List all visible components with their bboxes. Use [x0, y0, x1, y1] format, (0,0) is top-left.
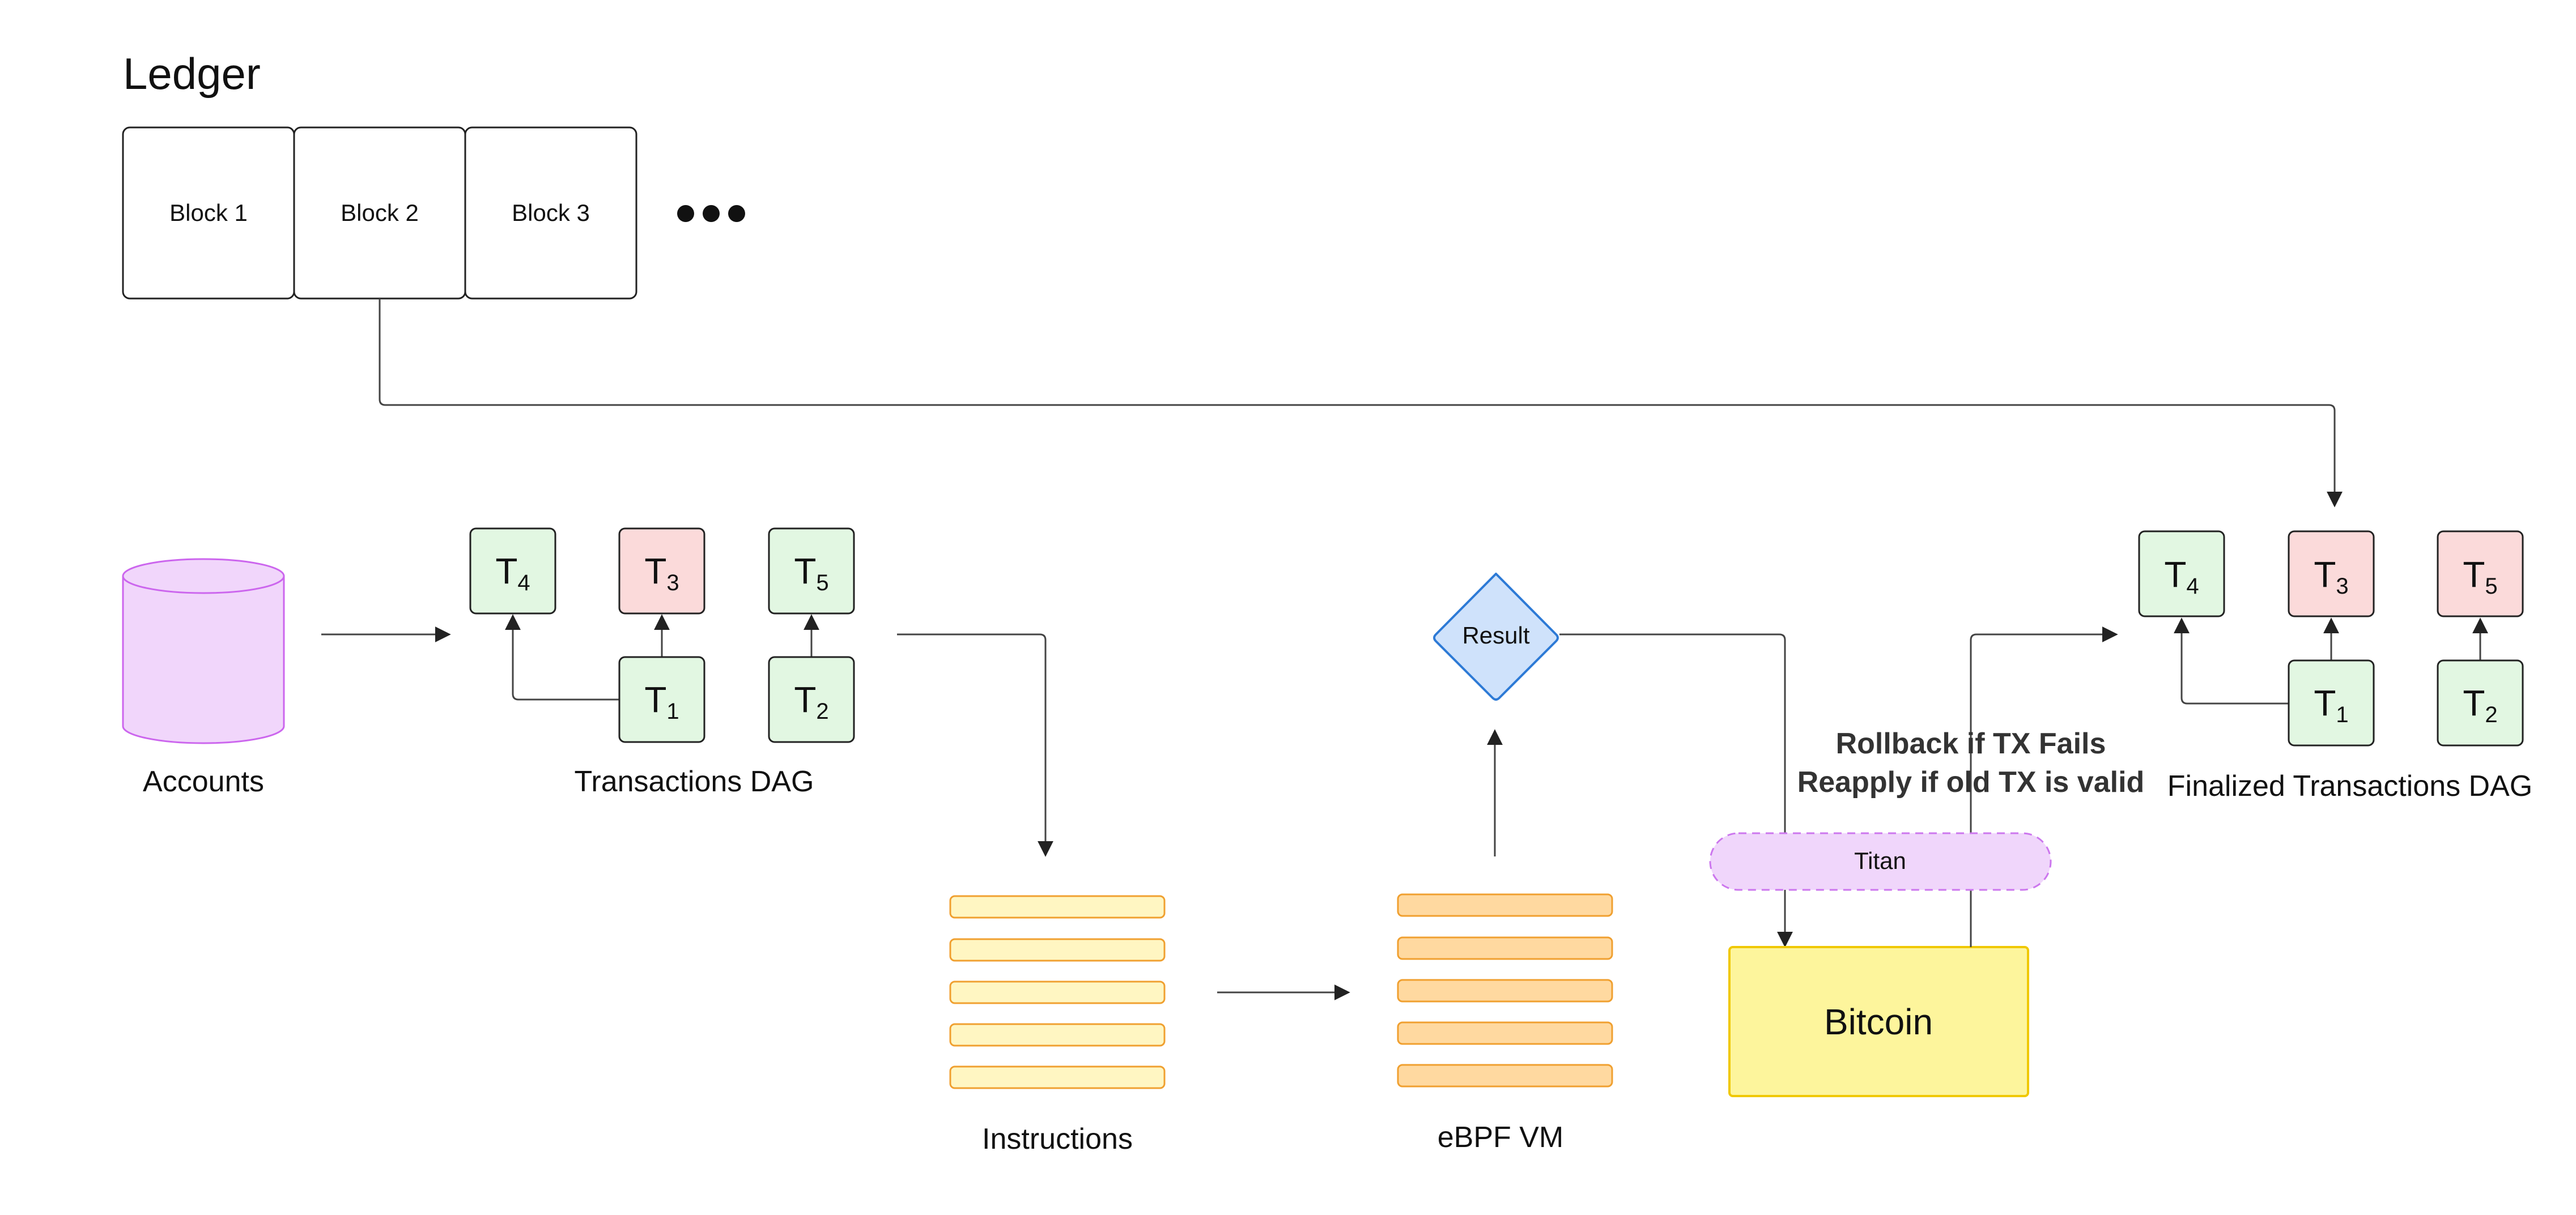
result-decision-node[interactable] [1433, 573, 1559, 701]
final-tx-node-t5-text: T5 [2463, 554, 2497, 599]
tx-node-t1[interactable] [618, 656, 705, 743]
final-tx-node-t2[interactable] [2437, 659, 2524, 747]
rollback-note-line1: Rollback if TX Fails [1836, 727, 2106, 760]
ledger-blocks: Block 1 Block 2 Block 3 [122, 126, 637, 300]
tx-node-t2[interactable] [768, 656, 855, 743]
ebpf-vm-stack [1397, 893, 1613, 1088]
accounts-database-icon [122, 558, 285, 744]
vm-row [1397, 979, 1613, 1003]
result-label: Result [1462, 622, 1529, 649]
tx-node-t4[interactable] [469, 527, 556, 615]
final-tx-node-t2-text: T2 [2463, 683, 2497, 727]
finalized-dag: T4 T3 T5 T1 T2 [2138, 530, 2524, 747]
final-tx-node-t3[interactable] [2288, 530, 2375, 617]
tx-node-t2-text: T2 [794, 679, 828, 724]
finalized-dag-label: Finalized Transactions DAG [2167, 770, 2533, 803]
final-tx-node-t5[interactable] [2437, 530, 2524, 617]
arrow-bitcoin-to-finalized [1970, 626, 2118, 947]
instruction-row [949, 938, 1166, 962]
vm-row [1397, 1021, 1613, 1045]
tx-node-t1-text: T1 [644, 679, 679, 724]
tx-node-t5[interactable] [768, 527, 855, 615]
block-1-label: Block 1 [169, 199, 248, 226]
transactions-dag: T4 T3 T5 T1 T2 [469, 527, 855, 743]
tx-node-t3[interactable] [618, 527, 705, 615]
tx-node-t3-text: T3 [644, 551, 679, 595]
final-tx-node-t4[interactable] [2138, 530, 2225, 617]
vm-row [1397, 893, 1613, 917]
tx-node-t5-text: T5 [794, 551, 828, 595]
accounts-label: Accounts [143, 765, 264, 798]
titan-node[interactable] [1709, 832, 2052, 891]
connector-block2-to-finalized [379, 299, 2343, 508]
ebpf-vm-label: eBPF VM [1438, 1121, 1564, 1154]
instructions-label: Instructions [982, 1123, 1133, 1156]
final-tx-node-t1-text: T1 [2314, 683, 2348, 727]
arrow-dag-to-instructions [897, 633, 1053, 857]
bitcoin-label: Bitcoin [1824, 1001, 1933, 1042]
block-3-label: Block 3 [512, 199, 590, 226]
vm-row [1397, 1064, 1613, 1088]
titan-label: Titan [1854, 847, 1906, 874]
dag-edge-t1-t4 [505, 614, 620, 701]
arrow-result-to-bitcoin [1559, 633, 1793, 948]
ellipsis-icon [677, 205, 745, 222]
instruction-row [949, 1023, 1166, 1047]
vm-row [1397, 936, 1613, 960]
fdag-edge-t1-t4 [2174, 617, 2289, 705]
transactions-dag-label: Transactions DAG [575, 765, 814, 798]
final-tx-node-t3-text: T3 [2314, 554, 2348, 599]
instruction-row [949, 1065, 1166, 1089]
block-3[interactable] [464, 126, 637, 300]
instruction-row [949, 980, 1166, 1004]
bitcoin-node[interactable] [1728, 946, 2029, 1097]
rollback-note-line2: Reapply if old TX is valid [1797, 766, 2145, 799]
block-2-label: Block 2 [341, 199, 419, 226]
ledger-title: Ledger [123, 49, 261, 99]
final-tx-node-t1[interactable] [2288, 659, 2375, 747]
instruction-row [949, 895, 1166, 919]
final-tx-node-t4-text: T4 [2164, 554, 2199, 599]
tx-node-t4-text: T4 [495, 551, 530, 595]
instructions-stack [949, 895, 1166, 1089]
